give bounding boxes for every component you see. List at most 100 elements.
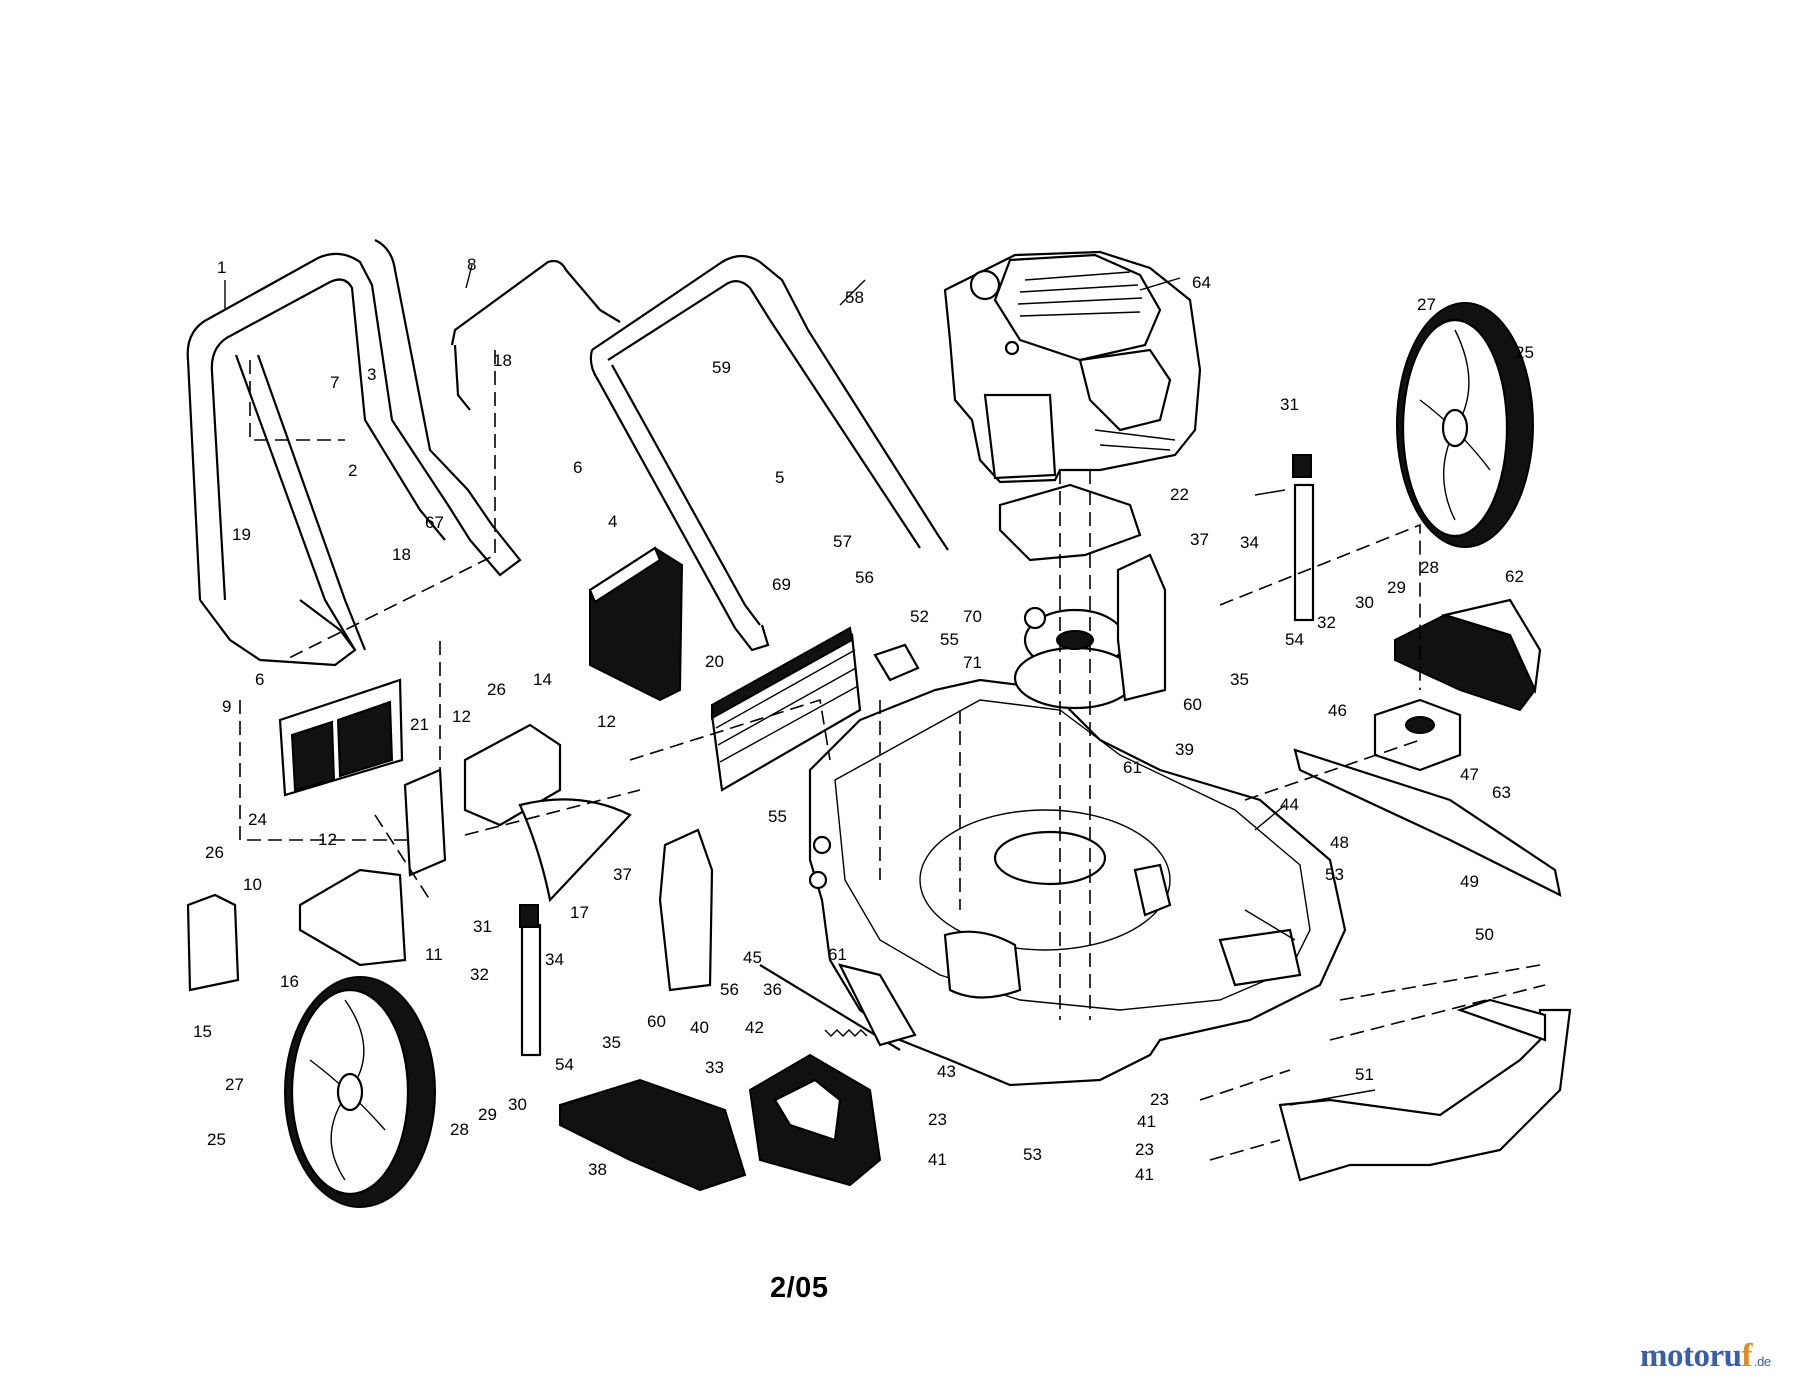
label-9: 9 bbox=[222, 697, 231, 716]
label-49: 49 bbox=[1460, 872, 1479, 891]
label-26: 26 bbox=[487, 680, 506, 699]
label-12-b: 12 bbox=[597, 712, 616, 731]
front-wheel-left bbox=[284, 976, 436, 1208]
label-20: 20 bbox=[705, 652, 724, 671]
label-1: 1 bbox=[217, 258, 226, 277]
axle-36 bbox=[759, 963, 917, 1051]
label-28-b: 28 bbox=[450, 1120, 469, 1139]
assembly-lines bbox=[224, 264, 1421, 1106]
label-53-b: 53 bbox=[1023, 1145, 1042, 1164]
label-29-b: 29 bbox=[478, 1105, 497, 1124]
label-70: 70 bbox=[963, 607, 982, 626]
bracket-62 bbox=[1394, 598, 1542, 712]
label-47: 47 bbox=[1460, 765, 1479, 784]
label-19: 19 bbox=[232, 525, 251, 544]
label-37-b: 37 bbox=[613, 865, 632, 884]
label-35-b: 35 bbox=[602, 1033, 621, 1052]
label-48: 48 bbox=[1330, 833, 1349, 852]
side-bracket-16 bbox=[298, 868, 407, 967]
label-22: 22 bbox=[1170, 485, 1189, 504]
label-31: 31 bbox=[1280, 395, 1299, 414]
label-44: 44 bbox=[1280, 795, 1299, 814]
pulley-assembly bbox=[998, 470, 1142, 1020]
label-5: 5 bbox=[775, 468, 784, 487]
lever-32-right bbox=[1292, 454, 1315, 622]
label-58: 58 bbox=[845, 288, 864, 307]
label-7: 7 bbox=[330, 373, 339, 392]
label-15: 15 bbox=[193, 1022, 212, 1041]
skirt-51 bbox=[1199, 964, 1572, 1182]
label-32: 32 bbox=[1317, 613, 1336, 632]
label-26-b: 26 bbox=[205, 843, 224, 862]
chute-33 bbox=[748, 1053, 882, 1187]
label-32-b: 32 bbox=[470, 965, 489, 984]
label-55-b: 55 bbox=[768, 807, 787, 826]
label-18-b: 18 bbox=[392, 545, 411, 564]
label-71: 71 bbox=[963, 653, 982, 672]
label-4: 4 bbox=[608, 512, 617, 531]
label-43: 43 bbox=[937, 1062, 956, 1081]
label-18: 18 bbox=[493, 351, 512, 370]
label-17: 17 bbox=[570, 903, 589, 922]
mower-deck bbox=[808, 678, 1347, 1087]
plate-15 bbox=[186, 893, 240, 992]
label-27: 27 bbox=[1417, 295, 1436, 314]
label-69: 69 bbox=[772, 575, 791, 594]
label-41-b: 41 bbox=[928, 1150, 947, 1169]
mulch-plug-17 bbox=[518, 798, 632, 903]
label-56: 56 bbox=[855, 568, 874, 587]
label-41: 41 bbox=[1137, 1112, 1156, 1131]
label-8: 8 bbox=[467, 255, 476, 274]
label-34: 34 bbox=[1240, 533, 1259, 552]
label-12-c: 12 bbox=[318, 830, 337, 849]
label-14: 14 bbox=[533, 670, 552, 689]
label-42: 42 bbox=[745, 1018, 764, 1037]
bracket-14 bbox=[403, 723, 562, 877]
label-50: 50 bbox=[1475, 925, 1494, 944]
label-53: 53 bbox=[1325, 865, 1344, 884]
label-61: 61 bbox=[1123, 758, 1142, 777]
label-52: 52 bbox=[910, 607, 929, 626]
label-45: 45 bbox=[743, 948, 762, 967]
label-54-b: 54 bbox=[555, 1055, 574, 1074]
label-6-b: 6 bbox=[255, 670, 264, 689]
label-23: 23 bbox=[1150, 1090, 1169, 1109]
label-21: 21 bbox=[410, 715, 429, 734]
label-6: 6 bbox=[573, 458, 582, 477]
label-23-b: 23 bbox=[928, 1110, 947, 1129]
label-60-b: 60 bbox=[647, 1012, 666, 1031]
label-55: 55 bbox=[940, 630, 959, 649]
label-16: 16 bbox=[280, 972, 299, 991]
label-46: 46 bbox=[1328, 701, 1347, 720]
label-67: 67 bbox=[425, 513, 444, 532]
watermark-logo: motoruf.de bbox=[1640, 1338, 1771, 1374]
label-59: 59 bbox=[712, 358, 731, 377]
label-23-c: 23 bbox=[1135, 1140, 1154, 1159]
upper-handle-left bbox=[186, 239, 522, 667]
label-41-c: 41 bbox=[1135, 1165, 1154, 1184]
discharge-chute-38 bbox=[559, 1078, 747, 1192]
engine bbox=[943, 250, 1202, 484]
label-10: 10 bbox=[243, 875, 262, 894]
label-39: 39 bbox=[1175, 740, 1194, 759]
label-12: 12 bbox=[452, 707, 471, 726]
label-11: 11 bbox=[425, 945, 443, 964]
height-adjuster-40 bbox=[658, 828, 714, 992]
label-30-b: 30 bbox=[508, 1095, 527, 1114]
label-63: 63 bbox=[1492, 783, 1511, 802]
label-33: 33 bbox=[705, 1058, 724, 1077]
rear-door-4 bbox=[588, 546, 684, 702]
lever-32-left bbox=[519, 904, 542, 1057]
rear-door-assembly-9 bbox=[239, 640, 441, 841]
label-25: 25 bbox=[1515, 343, 1534, 362]
label-37: 37 bbox=[1190, 530, 1209, 549]
label-24: 24 bbox=[248, 810, 267, 829]
label-38: 38 bbox=[588, 1160, 607, 1179]
label-64: 64 bbox=[1192, 273, 1211, 292]
label-30: 30 bbox=[1355, 593, 1374, 612]
label-31-b: 31 bbox=[473, 917, 492, 936]
spring-42 bbox=[824, 1029, 868, 1037]
label-3: 3 bbox=[367, 365, 376, 384]
label-27-b: 27 bbox=[225, 1075, 244, 1094]
